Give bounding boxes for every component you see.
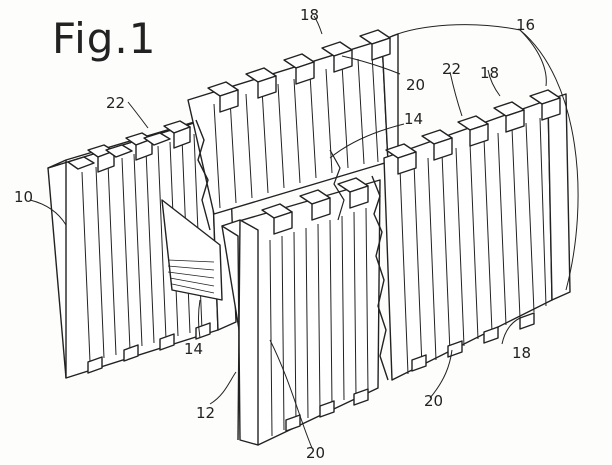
- ref-label-14-right: 14: [404, 110, 424, 128]
- ref-label-20-top: 20: [406, 76, 426, 94]
- ref-label-20-bottom: 20: [306, 444, 326, 462]
- ref-label-22-left: 22: [106, 94, 126, 112]
- figure-title: Fig.1: [52, 14, 157, 63]
- connector-14-left: [161, 199, 223, 301]
- ref-label-10: 10: [14, 188, 34, 206]
- ref-label-14-left: 14: [184, 340, 204, 358]
- ref-label-22-right: 22: [442, 60, 462, 78]
- ref-label-18-bottom: 18: [512, 344, 532, 362]
- panel-right: [383, 89, 571, 381]
- panel-back: [187, 29, 399, 215]
- ref-label-16: 16: [516, 16, 536, 34]
- leader-lines: [29, 15, 579, 449]
- panel-12: [221, 177, 381, 446]
- ref-label-18-top: 18: [300, 6, 320, 24]
- ref-label-12: 12: [196, 404, 216, 422]
- ref-label-20-right: 20: [424, 392, 444, 410]
- panel-10: [47, 111, 237, 379]
- ref-label-18-right: 18: [480, 64, 500, 82]
- connector-14-right: [195, 119, 389, 381]
